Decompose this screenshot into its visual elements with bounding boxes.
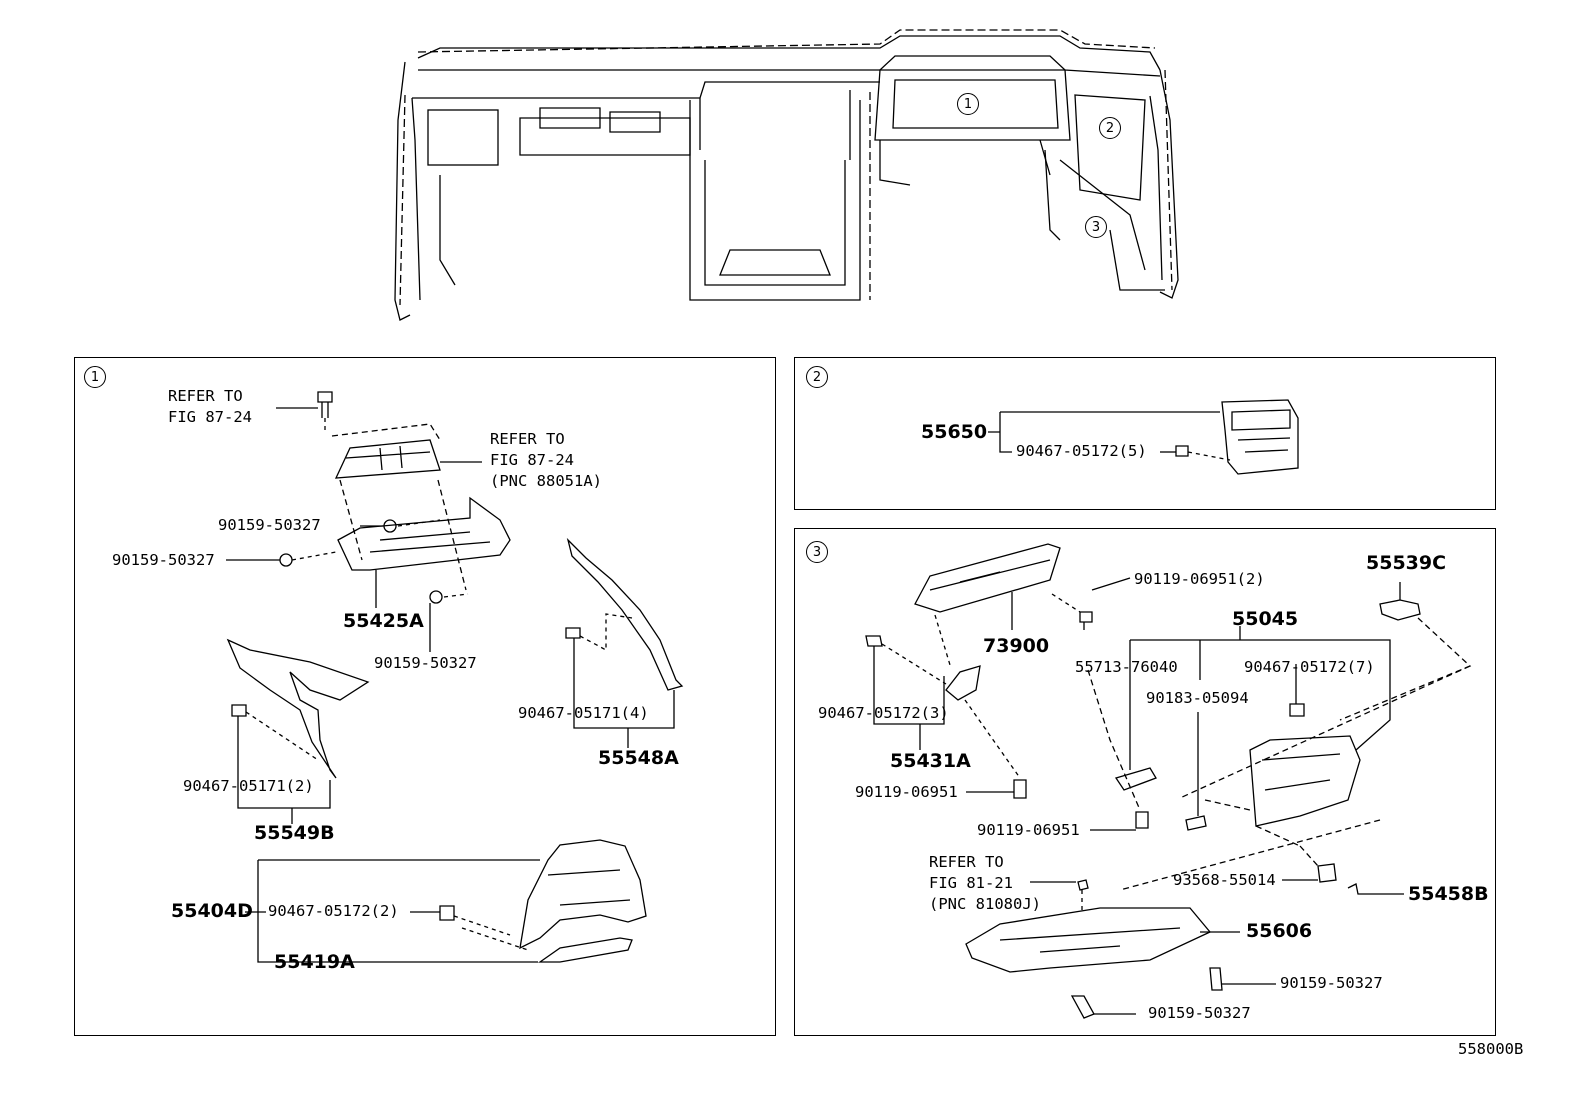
diagram-id: 558000B xyxy=(1458,1040,1524,1058)
panel3-drawings xyxy=(865,543,1472,1019)
part-90467-05171-2[interactable]: 90467-05171(2) xyxy=(183,777,314,795)
part-55425A[interactable]: 55425A xyxy=(343,610,424,632)
part-90467-05172-2[interactable]: 90467-05172(2) xyxy=(268,902,399,920)
part-55539C[interactable]: 55539C xyxy=(1366,552,1447,574)
refer-to-b-line2[interactable]: FIG 87-24 xyxy=(490,451,574,469)
refer-to-b-line1: REFER TO xyxy=(490,430,565,448)
refer-to-a-line2[interactable]: FIG 87-24 xyxy=(168,408,252,426)
part-90119-06951-a[interactable]: 90119-06951 xyxy=(855,783,958,801)
panel3-marker: 3 xyxy=(806,541,828,563)
part-90159-50327-d[interactable]: 90159-50327 xyxy=(1280,974,1383,992)
instrument-panel-overview-drawing xyxy=(394,29,1179,321)
part-55419A[interactable]: 55419A xyxy=(274,951,355,973)
part-55045[interactable]: 55045 xyxy=(1232,608,1299,630)
part-55549B[interactable]: 55549B xyxy=(254,822,335,844)
part-90119-06951-2[interactable]: 90119-06951(2) xyxy=(1134,570,1265,588)
part-55713-76040[interactable]: 55713-76040 xyxy=(1075,658,1178,676)
callout-3[interactable]: 3 xyxy=(1085,216,1107,238)
detail-panel-3 xyxy=(794,528,1496,1036)
part-90159-50327-a[interactable]: 90159-50327 xyxy=(218,516,321,534)
part-90467-05172-3[interactable]: 90467-05172(3) xyxy=(818,704,949,722)
refer-to-c-line1: REFER TO xyxy=(929,853,1004,871)
part-55431A[interactable]: 55431A xyxy=(890,750,971,772)
part-90159-50327-b[interactable]: 90159-50327 xyxy=(112,551,215,569)
part-55458B[interactable]: 55458B xyxy=(1408,883,1489,905)
detail-panel-1 xyxy=(74,357,776,1036)
panel2-marker: 2 xyxy=(806,366,828,388)
part-90159-50327-e[interactable]: 90159-50327 xyxy=(1148,1004,1251,1022)
panel2-drawings xyxy=(988,399,1299,475)
part-55404D[interactable]: 55404D xyxy=(171,900,253,922)
panel1-drawings xyxy=(226,391,684,963)
part-73900[interactable]: 73900 xyxy=(983,635,1050,657)
part-93568-55014[interactable]: 93568-55014 xyxy=(1173,871,1276,889)
part-55650[interactable]: 55650 xyxy=(921,421,988,443)
refer-to-a-line1: REFER TO xyxy=(168,387,243,405)
refer-to-c-line3: (PNC 81080J) xyxy=(929,895,1041,913)
part-90183-05094[interactable]: 90183-05094 xyxy=(1146,689,1249,707)
part-90467-05172-5[interactable]: 90467-05172(5) xyxy=(1016,442,1147,460)
part-90159-50327-c[interactable]: 90159-50327 xyxy=(374,654,477,672)
panel1-marker: 1 xyxy=(84,366,106,388)
refer-to-b-line3: (PNC 88051A) xyxy=(490,472,602,490)
callout-2[interactable]: 2 xyxy=(1099,117,1121,139)
part-90467-05172-7[interactable]: 90467-05172(7) xyxy=(1244,658,1375,676)
callout-1[interactable]: 1 xyxy=(957,93,979,115)
part-55606[interactable]: 55606 xyxy=(1246,920,1313,942)
part-55548A[interactable]: 55548A xyxy=(598,747,679,769)
part-90119-06951-b[interactable]: 90119-06951 xyxy=(977,821,1080,839)
detail-panel-2 xyxy=(794,357,1496,510)
part-90467-05171-4[interactable]: 90467-05171(4) xyxy=(518,704,649,722)
refer-to-c-line2[interactable]: FIG 81-21 xyxy=(929,874,1013,892)
